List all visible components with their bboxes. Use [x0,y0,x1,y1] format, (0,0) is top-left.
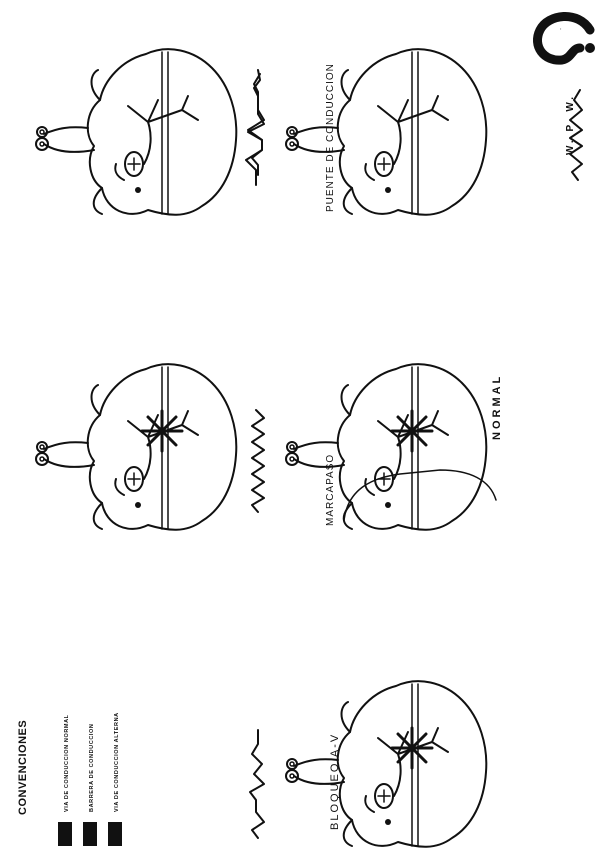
question-mark-icon: ? [537,16,595,60]
legend-swatch-barrera [83,822,97,846]
heart-normal [286,49,486,215]
legend-item-normal: VIA DE CONDUCCION NORMAL [64,714,70,812]
legend-title: CONVENCIONES [17,720,29,815]
panel-puente-heart [36,364,236,530]
ecg-bloqueo [250,730,264,838]
legend: CONVENCIONES VIA DE CONDUCCION NORMAL BA… [17,712,122,846]
heart-puente [36,364,236,530]
heart-bloqueo [286,681,486,847]
label-marcapaso: MARCAPASO [325,454,336,526]
legend-item-barrera: BARRERA DE CONDUCCION [89,724,95,812]
heart-wpw [36,49,236,215]
panel-wpw [36,49,264,215]
panel-marcapaso: MARCAPASO [252,364,496,530]
label-bloqueo: BLOQUEO A-V [329,733,341,830]
corner-mark: ? [560,29,562,31]
panel-normal: NORMAL [248,49,503,440]
panel-bloqueo: BLOQUEO A-V [250,681,486,847]
legend-swatch-normal [58,822,72,846]
pacemaker-lead [344,470,496,520]
heart-marcapaso [286,364,486,530]
legend-item-alterna: VIA DE CONDUCCION ALTERNA [114,712,120,812]
ecg-marcapaso [252,410,264,512]
legend-swatch-alterna [108,822,122,846]
label-puente: PUENTE DE CONDUCCION [325,63,336,212]
label-normal: NORMAL [491,374,503,440]
